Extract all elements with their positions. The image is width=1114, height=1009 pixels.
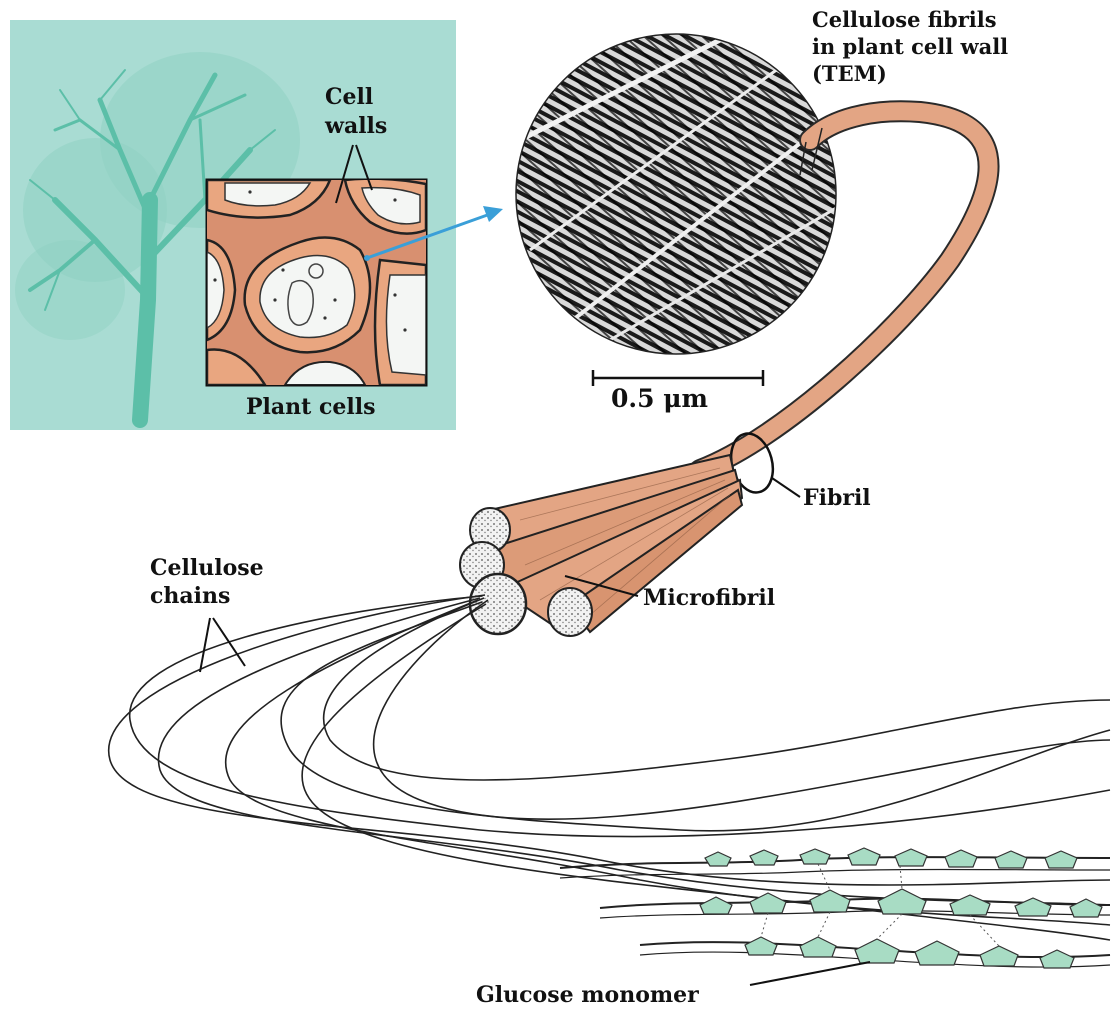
tem-micrograph xyxy=(510,30,850,360)
glucose-monomer-label: Glucose monomer xyxy=(476,982,699,1008)
cell-walls-label-line2: walls xyxy=(324,113,387,139)
cellulose-chains-label-line1: Cellulose xyxy=(150,555,264,581)
cellulose-chains-pointers xyxy=(200,618,245,672)
scale-bar-label: 0.5 μm xyxy=(611,384,708,413)
tem-label-line1: Cellulose fibrils xyxy=(812,7,997,32)
cellulose-chains-label-line2: chains xyxy=(150,583,230,609)
cell-walls-label-line1: Cell xyxy=(325,84,373,110)
tem-label-line2: in plant cell wall xyxy=(812,34,1008,59)
glucose-chains xyxy=(560,848,1110,985)
glucose-pointer xyxy=(750,962,870,985)
plant-cells-illustration xyxy=(207,179,426,385)
plant-cells-label: Plant cells xyxy=(246,394,375,420)
fibril-label: Fibril xyxy=(803,485,871,511)
microfibril-label: Microfibril xyxy=(643,585,775,611)
tem-label-line3: (TEM) xyxy=(812,61,887,86)
plant-cells-inset xyxy=(207,179,426,385)
cellulose-chains xyxy=(109,595,1110,940)
